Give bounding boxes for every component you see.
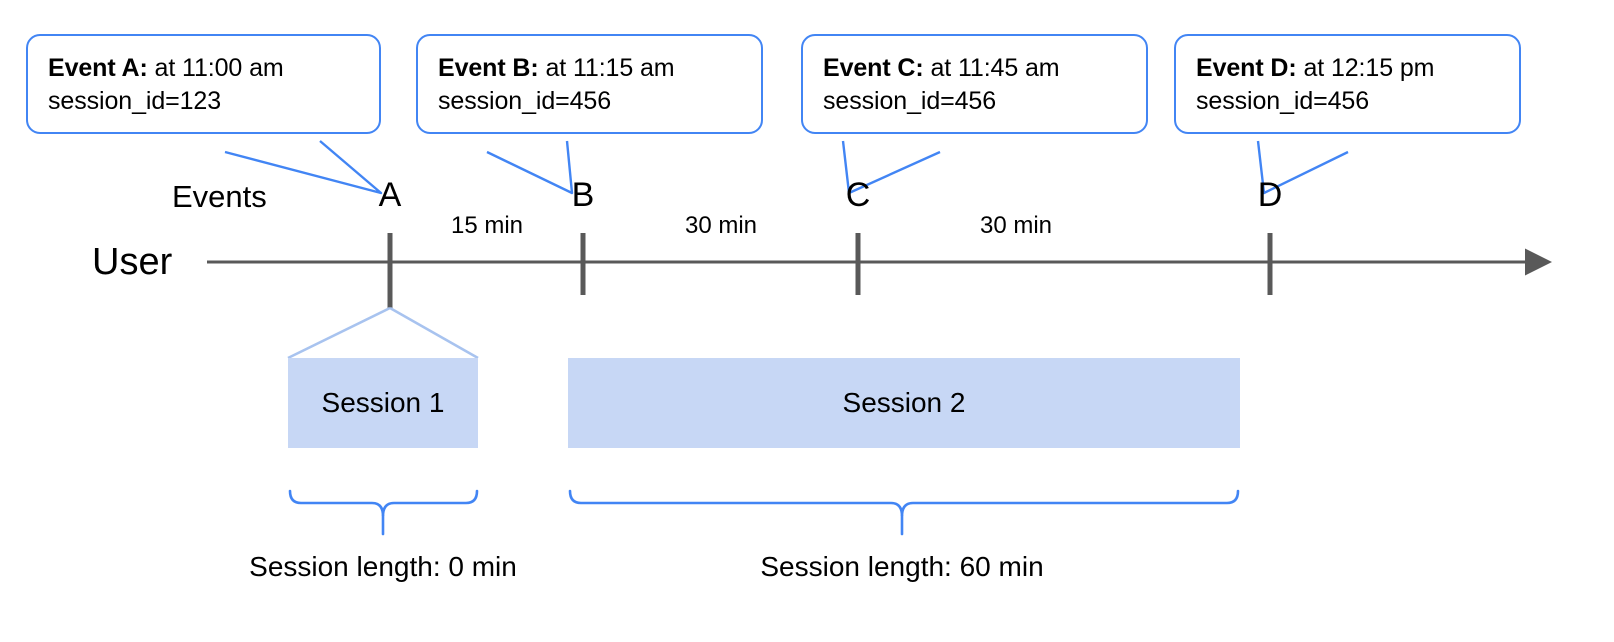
interval-label-c-d: 30 min [979, 212, 1053, 239]
session-1-label: Session 1 [321, 387, 445, 418]
callout-event-d-line2: session_id=456 [1196, 87, 1370, 115]
callout-event-b-line1: Event B: at 11:15 am [438, 52, 745, 85]
session-2-length-label: Session length: 60 min [760, 551, 1044, 582]
session-1-connector [287, 306, 479, 360]
callout-tail-group [224, 140, 1349, 195]
callout-event-d: Event D: at 12:15 pm session_id=456 [1174, 34, 1521, 134]
interval-label-b-c: 30 min [684, 212, 758, 239]
user-row-label: User [92, 241, 173, 283]
tick-letter-b: B [571, 176, 595, 214]
callout-event-c-time: at 11:45 am [923, 54, 1060, 82]
callout-event-a: Event A: at 11:00 am session_id=123 [26, 34, 381, 134]
tick-letter-d: D [1257, 176, 1283, 214]
callout-event-b: Event B: at 11:15 am session_id=456 [416, 34, 763, 134]
session-1-brace [288, 489, 479, 517]
callout-event-d-time: at 12:15 pm [1296, 54, 1435, 82]
callout-tail-event-d [1256, 140, 1349, 195]
session-bar-session-1: Session 1 [288, 358, 478, 448]
callout-event-a-line1: Event A: at 11:00 am [48, 52, 363, 85]
callout-event-c-line2: session_id=456 [823, 87, 997, 115]
session-2-label: Session 2 [842, 387, 966, 418]
callout-event-b-title: Event B: [438, 54, 539, 82]
callout-event-c: Event C: at 11:45 am session_id=456 [801, 34, 1148, 134]
callout-event-a-title: Event A: [48, 54, 148, 82]
callout-event-b-line2: session_id=456 [438, 87, 612, 115]
session-bar-session-2: Session 2 [568, 358, 1240, 448]
callout-event-d-title: Event D: [1196, 54, 1297, 82]
callout-event-b-time: at 11:15 am [538, 54, 675, 82]
callout-event-c-title: Event C: [823, 54, 924, 82]
session-2-brace [568, 489, 1240, 517]
callout-event-c-line1: Event C: at 11:45 am [823, 52, 1130, 85]
callout-tail-event-a [224, 140, 383, 195]
callout-event-a-time: at 11:00 am [147, 54, 284, 82]
tick-letter-c: C [845, 176, 871, 214]
callout-event-d-line1: Event D: at 12:15 pm [1196, 52, 1503, 85]
callout-tail-event-c [841, 140, 941, 195]
interval-label-a-b: 15 min [450, 212, 524, 239]
events-row-label: Events [172, 179, 267, 214]
tick-letter-a: A [378, 176, 402, 214]
event-tick-group [387, 233, 1273, 308]
callout-tail-event-b [486, 140, 574, 195]
session-1-length-label: Session length: 0 min [249, 551, 517, 582]
callout-event-a-line2: session_id=123 [48, 87, 222, 115]
